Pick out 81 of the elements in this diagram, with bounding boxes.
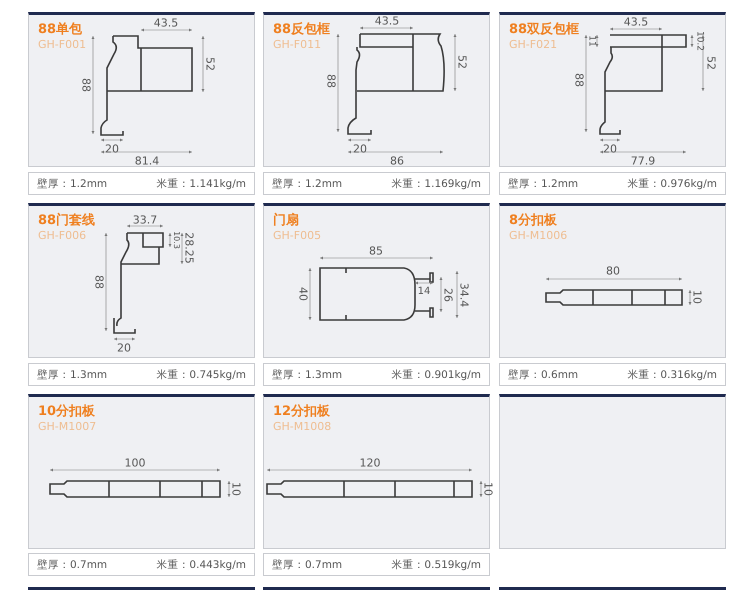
wall-thickness: 壁厚：0.7mm: [37, 558, 108, 572]
wall-thickness: 壁厚：0.7mm: [272, 558, 342, 572]
weight-per-meter: 米重：0.901kg/m: [391, 368, 481, 382]
dimension-value: 20: [353, 144, 367, 154]
product-name: 8分扣板: [509, 212, 558, 229]
spec-bar: [263, 363, 490, 386]
dimension-value: 85: [369, 246, 383, 256]
product-name: 12分扣板: [273, 403, 330, 420]
wall-thickness: 壁厚：1.2mm: [508, 176, 578, 190]
product-code: GH-M1008: [273, 420, 332, 433]
wall-thickness: 壁厚：1.3mm: [37, 368, 108, 382]
product-code: GH-F011: [273, 38, 322, 51]
dimension-value: 88: [80, 78, 92, 92]
dimension-value: 81.4: [134, 156, 160, 166]
product-code: GH-M1007: [38, 420, 96, 433]
product-card: [263, 12, 490, 167]
product-code: GH-F005: [273, 229, 322, 242]
product-card: [499, 203, 726, 358]
dimension-value: 10.2: [694, 30, 704, 52]
dimension-value: 52: [456, 55, 468, 69]
weight-per-meter: 米重：1.169kg/m: [391, 176, 481, 190]
dimension-value: 20: [603, 144, 617, 154]
spec-bar: [28, 553, 255, 576]
dimension-value: 10: [692, 290, 702, 304]
product-name: 10分扣板: [38, 403, 96, 420]
product-card: [28, 394, 255, 549]
dimension-value: 88: [574, 73, 584, 87]
dimension-value: 40: [298, 287, 308, 301]
product-card: [499, 12, 726, 167]
product-name: 88单包: [38, 21, 82, 38]
dimension-value: 11: [586, 35, 596, 47]
wall-thickness: 壁厚：0.6mm: [508, 368, 578, 382]
dimension-value: 52: [706, 56, 716, 70]
dimension-value: 28.25: [184, 232, 194, 264]
dimension-value: 33.7: [132, 214, 158, 226]
weight-per-meter: 米重：0.316kg/m: [627, 368, 717, 382]
dimension-value: 20: [105, 144, 119, 154]
dimension-value: 88: [94, 275, 104, 289]
dimension-value: 80: [606, 266, 620, 276]
weight-per-meter: 米重：0.519kg/m: [391, 558, 481, 572]
product-code: GH-F006: [38, 229, 86, 242]
product-name: 门扇: [273, 212, 299, 229]
product-card: [28, 203, 255, 358]
weight-per-meter: 米重：1.141kg/m: [156, 176, 246, 190]
dimension-value: 10.3: [172, 231, 180, 249]
product-card: [263, 203, 490, 358]
dimension-value: 10: [482, 482, 494, 496]
dimension-value: 43.5: [624, 16, 648, 28]
dimension-value: 26: [442, 288, 454, 302]
wall-thickness: 壁厚：1.3mm: [272, 368, 342, 382]
spec-bar: [28, 172, 255, 195]
spec-bar: [499, 363, 726, 386]
product-card: [499, 394, 726, 549]
spec-bar: [263, 172, 490, 195]
spec-bar: [499, 172, 726, 195]
dimension-value: 10: [230, 482, 242, 496]
product-name: 88双反包框: [509, 21, 580, 38]
dimension-value: 86: [390, 156, 404, 166]
product-code: GH-F021: [509, 38, 558, 51]
dimension-value: 34.4: [458, 282, 470, 308]
spec-bar: [263, 553, 490, 576]
dimension-value: 120: [360, 458, 380, 468]
product-name: 88反包框: [273, 21, 330, 38]
dimension-value: 43.5: [154, 18, 178, 28]
dimension-value: 20: [117, 342, 131, 354]
product-code: GH-M1006: [509, 229, 568, 242]
weight-per-meter: 米重：0.443kg/m: [156, 558, 246, 572]
dimension-value: 14: [418, 287, 430, 297]
dimension-value: 43.5: [374, 16, 400, 26]
product-card: [28, 12, 255, 167]
product-code: GH-F001: [38, 38, 86, 51]
dimension-value: 52: [204, 57, 216, 71]
product-name: 88门套线: [38, 212, 96, 229]
weight-per-meter: 米重：0.976kg/m: [627, 176, 717, 190]
wall-thickness: 壁厚：1.2mm: [272, 176, 342, 190]
dimension-value: 100: [124, 458, 146, 468]
wall-thickness: 壁厚：1.2mm: [37, 176, 108, 190]
dimension-value: 88: [326, 74, 336, 88]
dimension-value: 77.9: [630, 156, 656, 166]
spec-bar: [28, 363, 255, 386]
weight-per-meter: 米重：0.745kg/m: [156, 368, 246, 382]
